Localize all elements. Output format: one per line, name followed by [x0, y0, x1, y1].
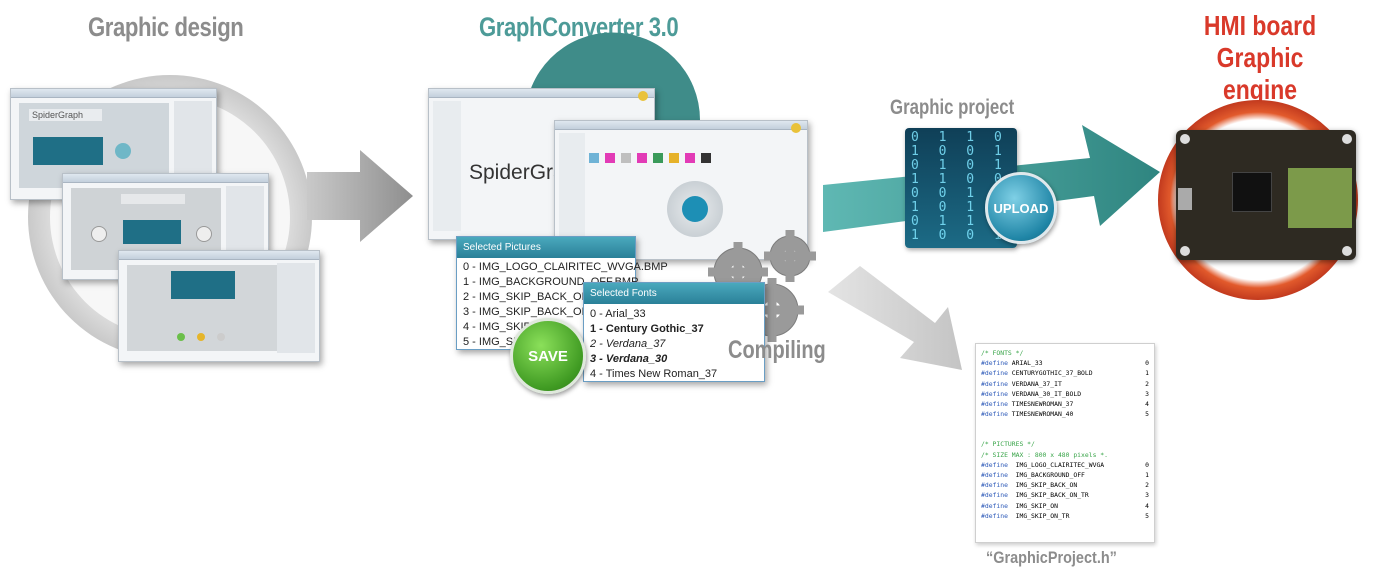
code-comment: /* PICTURES */	[981, 440, 1035, 449]
selected-fonts-header: Selected Fonts	[584, 283, 764, 304]
picture-item[interactable]: 4 - IMG_SKIP	[463, 321, 531, 333]
code-comment: /* FONTS */	[981, 349, 1024, 357]
picture-item[interactable]: 3 - IMG_SKIP_BACK_ON_TR	[463, 306, 611, 318]
font-item[interactable]: 2 - Verdana_37	[590, 338, 666, 350]
graphconverter-title: GraphConverter 3.0	[479, 12, 679, 42]
picture-item[interactable]: 5 - IMG_SK	[463, 336, 521, 348]
hmi-board-image	[1176, 130, 1356, 260]
arrow-to-header-file	[828, 266, 962, 370]
converter-logo-text: SpiderGra	[469, 161, 565, 184]
font-item[interactable]: 4 - Times New Roman_37	[590, 368, 718, 380]
selected-fonts-panel: Selected Fonts 0 - Arial_33 1 - Century …	[583, 282, 765, 382]
save-button[interactable]: SAVE	[510, 318, 586, 394]
font-item[interactable]: 0 - Arial_33	[590, 308, 646, 320]
hmi-board-title-line2: Graphic engine	[1216, 42, 1304, 105]
font-item[interactable]: 1 - Century Gothic_37	[590, 323, 704, 335]
design-screen-logo: SpiderGraph	[29, 109, 102, 121]
hmi-board-title-line1: HMI board	[1203, 10, 1317, 41]
font-item[interactable]: 3 - Verdana_30	[590, 353, 668, 365]
graphic-design-title: Graphic design	[88, 12, 244, 42]
header-file-caption: “GraphicProject.h”	[986, 548, 1117, 567]
graphic-project-label: Graphic project	[890, 96, 1015, 119]
picture-item[interactable]: 2 - IMG_SKIP_BACK_ON.BMP	[463, 291, 617, 303]
hmi-board-title: HMI board Graphic engine	[1160, 10, 1360, 106]
picture-item[interactable]: 0 - IMG_LOGO_CLAIRITEC_WVGA.BMP	[463, 261, 668, 273]
selected-pictures-header: Selected Pictures	[457, 237, 635, 258]
design-screen-3	[118, 250, 320, 362]
arrow-design-to-converter	[307, 150, 413, 242]
code-comment: /* SIZE MAX : 800 x 480 pixels *.	[981, 450, 1108, 459]
compiling-label: Compiling	[728, 336, 826, 364]
upload-button[interactable]: UPLOAD	[985, 172, 1057, 244]
